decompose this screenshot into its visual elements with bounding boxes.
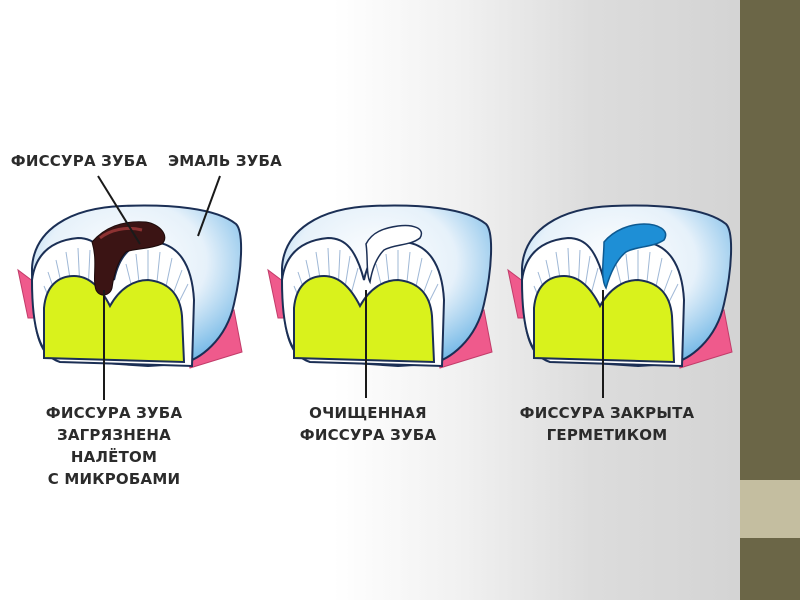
label-dirty-fissure: ФИССУРА ЗУБА ЗАГРЯЗНЕНА НАЛЁТОМ С МИКРОБ… xyxy=(45,404,183,488)
leader-enamel xyxy=(197,175,221,237)
label-enamel: ЭМАЛЬ ЗУБА xyxy=(168,152,282,170)
slide-side-accent xyxy=(740,480,800,538)
tooth-sealed-fissure xyxy=(507,204,733,369)
leader-fissure xyxy=(97,175,141,245)
label-fissure: ФИССУРА ЗУБА xyxy=(10,152,148,170)
label-cleaned-fissure: ОЧИЩЕННАЯ ФИССУРА ЗУБА xyxy=(299,404,437,444)
tooth-dirty-fissure xyxy=(17,204,243,369)
teeth-diagram xyxy=(17,175,733,400)
tooth-cleaned-fissure xyxy=(267,204,493,369)
label-sealed-fissure: ФИССУРА ЗАКРЫТА ГЕРМЕТИКОМ xyxy=(519,404,695,444)
